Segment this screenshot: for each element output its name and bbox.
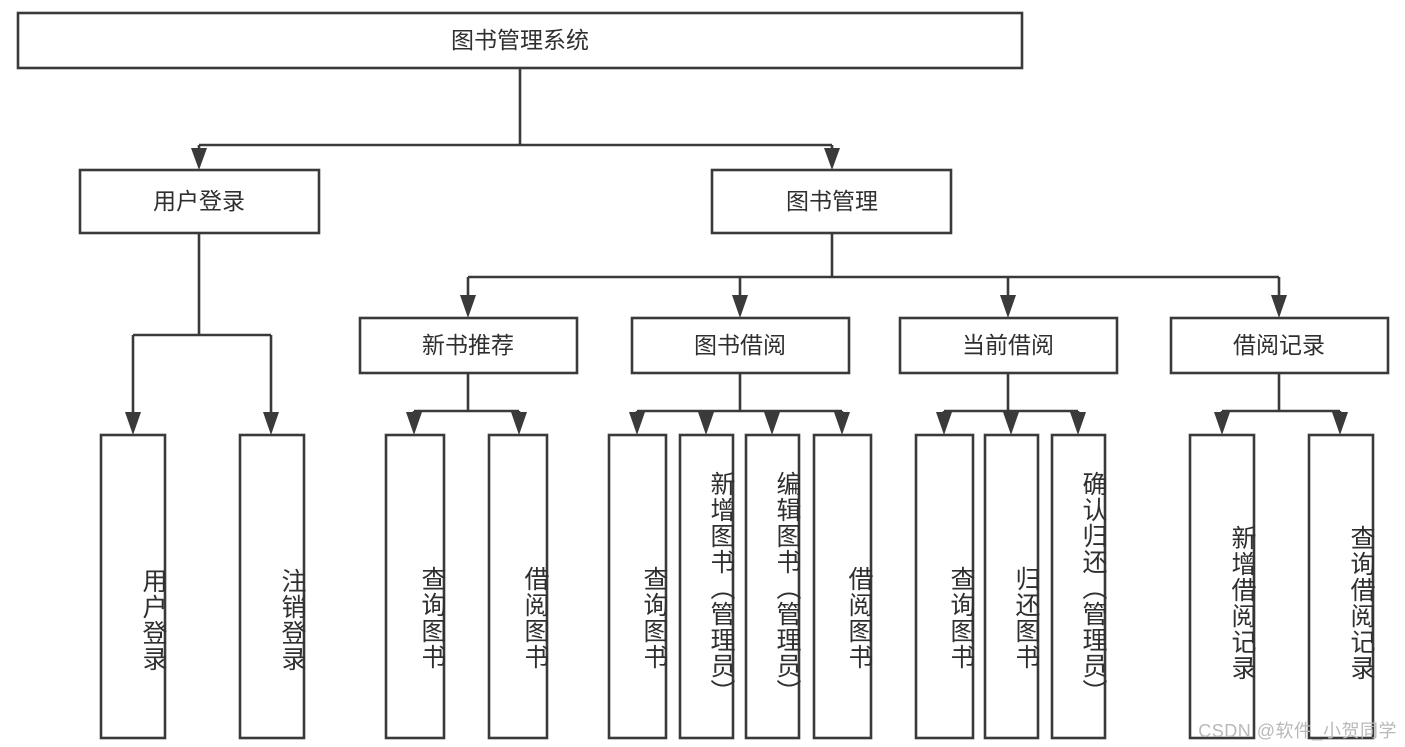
arrow-head-leaf-user-login-0 <box>125 412 141 435</box>
connector-group-root <box>191 68 840 170</box>
node-book-manage-label: 图书管理 <box>786 188 878 214</box>
node-borrow-record-label: 借阅记录 <box>1233 332 1325 358</box>
arrow-head-book-borrow <box>732 295 748 318</box>
connector-group-borrow-record <box>1214 373 1348 435</box>
leaf-box-bb-1[interactable] <box>678 433 735 740</box>
node-current-borrow-box[interactable] <box>898 316 1119 375</box>
node-book-manage-box[interactable] <box>710 168 953 235</box>
arrow-head-leaf-cb-2 <box>1070 412 1086 435</box>
arrow-head-leaf-cb-1 <box>1003 412 1019 435</box>
node-user-login-box[interactable] <box>78 168 321 235</box>
leaf-box-br-1[interactable] <box>1307 433 1375 740</box>
csdn-watermark: CSDN @软件_小贺同学 <box>1198 721 1397 741</box>
leaf-box-cb-2[interactable] <box>1050 433 1107 740</box>
arrow-head-leaf-bb-2 <box>764 412 780 435</box>
arrow-head-leaf-nbr-1 <box>511 412 527 435</box>
node-new-book-recommend-label: 新书推荐 <box>422 332 514 358</box>
arrow-head-current-borrow <box>1000 295 1016 318</box>
connector-group-book-manage <box>460 233 1287 318</box>
connector-group-new-book-recommend <box>406 373 527 435</box>
leaf-box-br-0[interactable] <box>1188 433 1256 740</box>
node-borrow-record-box[interactable] <box>1169 316 1390 375</box>
connector-group-book-borrow <box>629 373 850 435</box>
leaf-box-bb-3[interactable] <box>812 433 873 740</box>
connector-group-user-login <box>125 233 279 435</box>
node-current-borrow-label: 当前借阅 <box>962 332 1054 358</box>
node-book-borrow-label: 图书借阅 <box>694 332 786 358</box>
connector-group-current-borrow <box>936 373 1086 435</box>
leaf-box-nbr-1[interactable] <box>487 433 549 740</box>
leaf-box-bb-0[interactable] <box>607 433 668 740</box>
node-new-book-recommend-box[interactable] <box>358 316 579 375</box>
arrow-head-leaf-bb-0 <box>629 412 645 435</box>
leaf-box-nbr-0[interactable] <box>384 433 446 740</box>
arrow-head-leaf-nbr-0 <box>406 412 422 435</box>
leaf-box-cb-0[interactable] <box>914 433 975 740</box>
arrow-head-leaf-bb-3 <box>834 412 850 435</box>
arrow-head-leaf-bb-1 <box>698 412 714 435</box>
node-user-login-label: 用户登录 <box>153 188 245 214</box>
arrow-head-borrow-record <box>1271 295 1287 318</box>
leaf-box-user-login-1[interactable] <box>238 433 306 740</box>
arrow-head-leaf-br-1 <box>1332 412 1348 435</box>
leaf-box-cb-1[interactable] <box>983 433 1040 740</box>
arrow-head-leaf-cb-0 <box>936 412 952 435</box>
node-root-box[interactable] <box>16 11 1024 70</box>
arrow-head-new-book-recommend <box>460 295 476 318</box>
leaf-box-user-login-0[interactable] <box>99 433 167 740</box>
arrow-head-book-manage <box>824 148 840 170</box>
arrow-head-user-login <box>191 148 207 170</box>
node-root-label: 图书管理系统 <box>451 27 589 53</box>
arrow-head-leaf-br-0 <box>1214 412 1230 435</box>
node-book-borrow-box[interactable] <box>630 316 851 375</box>
arrow-head-leaf-user-login-1 <box>263 412 279 435</box>
leaf-box-bb-2[interactable] <box>744 433 801 740</box>
